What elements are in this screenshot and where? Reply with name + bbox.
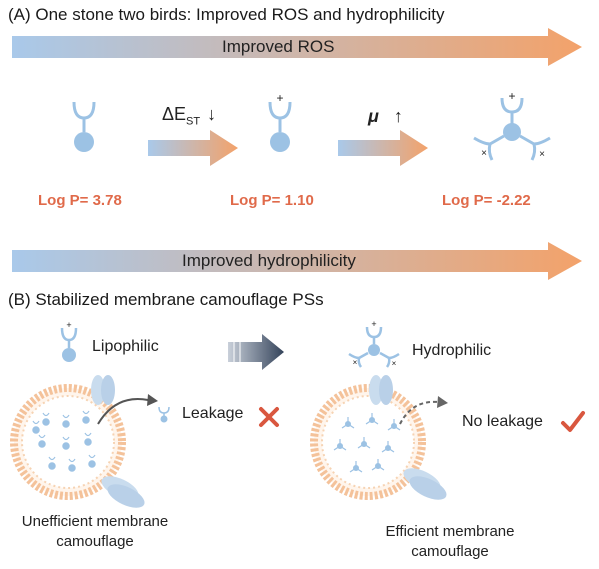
improved-hydrophilicity-arrow: [12, 242, 582, 280]
svg-text:+: +: [371, 319, 376, 329]
st-subscript: ST: [186, 115, 201, 128]
hydrophilic-label: Hydrophilic: [412, 342, 492, 359]
left-caption-line1: Unefficient membrane: [21, 513, 169, 530]
molecule-neutral-icon: [72, 101, 96, 152]
right-membrane-vesicle: [310, 375, 447, 500]
transition-arrow: [228, 334, 284, 370]
molecule-tripodal-icon: + × ×: [473, 89, 551, 161]
delta-est-label: ΔEST ↓: [162, 104, 216, 128]
logp-value-1: Log P= 3.78: [38, 192, 122, 209]
hydrophilic-molecule-icon: + × ×: [348, 319, 400, 368]
section-a-title: (A) One stone two birds: Improved ROS an…: [8, 5, 445, 24]
step-arrow-1: [148, 130, 238, 166]
mu-text: μ: [368, 106, 379, 126]
logp-value-3: Log P= -2.22: [442, 192, 531, 209]
check-icon: [561, 411, 585, 432]
svg-text:×: ×: [392, 359, 397, 368]
left-membrane-vesicle: [10, 375, 145, 508]
right-caption: Efficient membrane camouflage: [370, 522, 530, 562]
leaked-molecule-icon: [158, 406, 170, 423]
improved-hydrophilicity-label: Improved hydrophilicity: [182, 251, 356, 270]
right-caption-line2: camouflage: [411, 543, 489, 560]
no-leakage-label: No leakage: [462, 413, 543, 430]
left-caption-line2: camouflage: [56, 533, 134, 550]
lipophilic-label: Lipophilic: [92, 338, 159, 355]
logp-value-2: Log P= 1.10: [230, 192, 314, 209]
section-b-title: (B) Stabilized membrane camouflage PSs: [8, 290, 324, 309]
mu-label: μ ↑: [368, 106, 403, 127]
svg-text:×: ×: [481, 148, 487, 159]
leakage-label: Leakage: [182, 405, 244, 422]
molecule-cationic-icon: +: [268, 91, 292, 152]
svg-text:+: +: [508, 89, 515, 103]
leakage-arrow: [97, 394, 158, 425]
up-arrow-icon: ↑: [393, 106, 403, 126]
svg-text:+: +: [66, 320, 71, 330]
delta-e-text: ΔE: [162, 104, 187, 124]
step-arrow-2: [338, 130, 428, 166]
improved-ros-label: Improved ROS: [222, 37, 335, 56]
svg-text:+: +: [276, 91, 283, 105]
down-arrow-icon: ↓: [207, 104, 217, 124]
svg-text:×: ×: [539, 149, 545, 160]
lipophilic-molecule-icon: +: [60, 320, 78, 362]
left-caption: Unefficient membrane camouflage: [10, 512, 180, 552]
svg-text:×: ×: [353, 358, 358, 367]
improved-ros-arrow: [12, 28, 582, 66]
cross-icon: [259, 407, 279, 427]
right-caption-line1: Efficient membrane: [385, 523, 515, 540]
no-leakage-arrow: [399, 396, 448, 425]
